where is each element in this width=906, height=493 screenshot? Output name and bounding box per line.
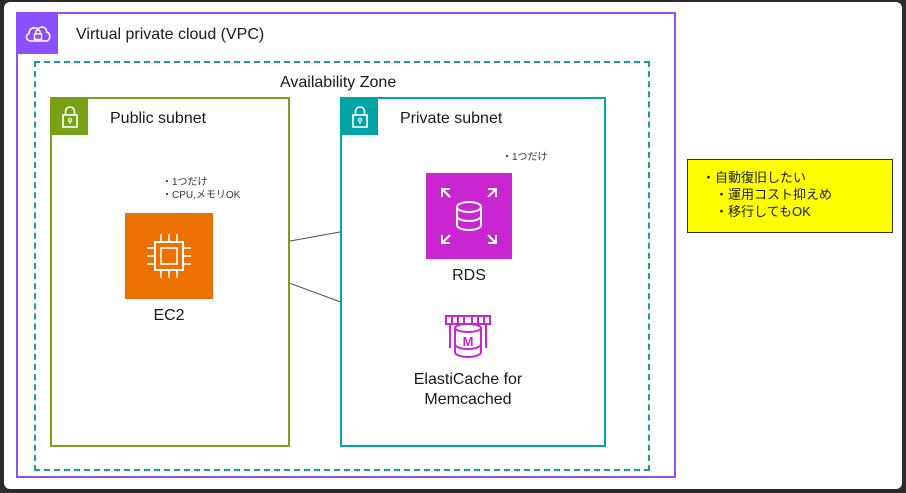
ec2-label: EC2: [153, 307, 185, 324]
lock-icon: [342, 99, 378, 135]
private-subnet-container: Private subnet: [340, 97, 606, 447]
cloud-vpc-icon: [18, 14, 58, 54]
public-subnet-title: Public subnet: [110, 110, 207, 127]
ec2-chip-icon: [125, 213, 213, 299]
availability-zone-container: [34, 61, 650, 471]
private-subnet-title: Private subnet: [400, 110, 503, 127]
ec2-note-2: ・CPU,メモリOK: [162, 190, 241, 201]
callout-line-3: ・移行してもOK: [702, 204, 811, 219]
rds-label: RDS: [452, 267, 486, 284]
vpc-container: Virtual private cloud (VPC): [16, 12, 676, 478]
requirements-callout: ・自動復旧したい ・運用コスト抑えめ ・移行してもOK: [687, 159, 893, 233]
callout-line-1: ・自動復旧したい: [702, 170, 807, 185]
vpc-title: Virtual private cloud (VPC): [76, 26, 265, 43]
elasticache-label-line2: Memcached: [424, 391, 512, 408]
rds-database-icon: [426, 173, 512, 259]
availability-zone-title: Availability Zone: [280, 74, 397, 91]
elasticache-label-line1: ElastiCache for: [413, 371, 523, 388]
lock-icon: [52, 99, 88, 135]
ec2-note-1: ・1つだけ: [162, 177, 208, 188]
rds-note-1: ・1つだけ: [502, 152, 548, 163]
diagram-canvas: Virtual private cloud (VPC) Availability…: [4, 2, 902, 489]
svg-text:M: M: [463, 334, 474, 349]
callout-line-2: ・運用コスト抑えめ: [702, 187, 833, 202]
elasticache-memcached-icon: M: [440, 314, 496, 362]
